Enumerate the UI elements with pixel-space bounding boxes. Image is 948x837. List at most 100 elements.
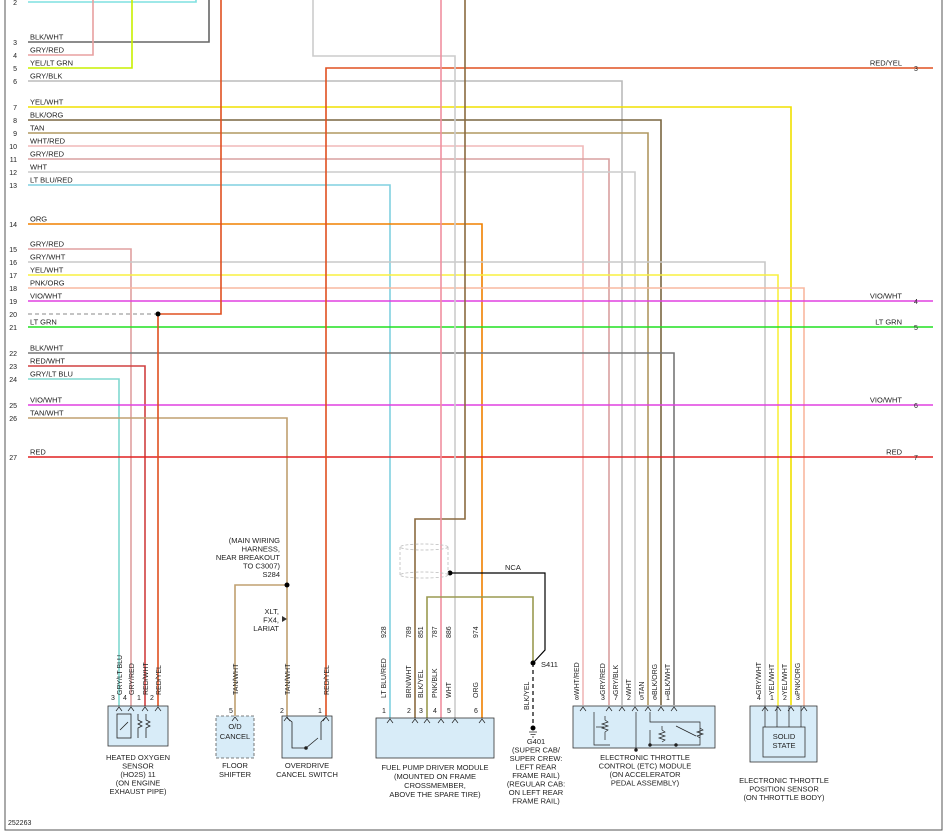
right-pin-number: 5 [914,325,918,332]
etps-box-text: SOLID [773,732,796,741]
pin-arrow-icon [386,718,394,724]
main-harness-note: S284 [262,570,280,579]
s411-label: S411 [541,660,558,669]
wire-blk-yel-fp [426,596,534,718]
wire-pin-6 [28,80,623,705]
pin-number: 10 [9,144,17,151]
pin-arrow-icon [411,718,419,724]
wire-label: WHT [30,163,47,172]
etps-wire-label: YEL/WHT [769,663,776,695]
fp-caption: ABOVE THE SPARE TIRE) [389,790,481,799]
g401-caption: FRAME RAIL) [512,797,560,806]
wire-red-yel-top [325,67,933,716]
etps-caption: POSITION SENSOR [749,785,819,794]
right-wire-label: LT GRN [875,318,902,327]
pin-arrow-icon [478,718,486,724]
ho2s-body [107,705,169,747]
pin-arrow-icon [761,706,769,712]
wire-pin-5 [28,0,133,69]
ground-dot-g401 [530,725,536,731]
xlt-arrow-icon [282,616,287,622]
pin-number: 22 [9,351,17,358]
wire-pin-11 [28,158,610,705]
fp-caption: FUEL PUMP DRIVER MODULE [381,763,488,772]
wire-pin-26 [28,417,288,716]
g401-caption: G401 [527,737,545,746]
etps-caption: (ON THROTTLE BODY) [743,793,825,802]
fp-pin: 1 [382,708,386,715]
pin-number: 5 [13,66,17,73]
xlt-note: LARIAT [253,624,279,633]
wire-label: PNK/ORG [30,279,65,288]
etc-wire-label: BLK/ORG [652,664,659,695]
wire-brn-wht [414,0,466,718]
etc-pin: 2 [627,695,631,702]
etc-wire-label: WHT/RED [574,662,581,695]
ho2s-caption: (ON ENGINE [116,779,161,788]
od-caption: FLOOR [222,761,248,770]
fp-circuit: 787 [432,626,439,638]
pin-arrow-icon [423,718,431,724]
fp-circuit: 886 [446,626,453,638]
etps-pin: 2 [783,695,787,702]
wire-label: LT GRN [30,318,57,327]
main-harness-note: TO C3007) [243,562,280,571]
fp-wire-label: BRN/WHT [406,665,413,698]
ovd-pin: 2 [280,708,284,715]
fp-pin: 6 [474,708,478,715]
pin-arrow-icon [141,706,149,712]
ho2s-caption: (HO2S) 11 [120,770,155,779]
fp-circuit: 851 [418,626,425,638]
fpdm-body [375,717,495,759]
od-wire-label: TAN/WHT [233,663,240,695]
pin-number: 26 [9,416,17,423]
wire-red-yel-pin20 [157,0,222,706]
wire-label: RED [30,448,46,457]
pin-number: 9 [13,131,17,138]
pin-number: 14 [9,222,17,229]
xlt-note: XLT, [265,607,279,616]
g401-caption: (SUPER CAB/ [512,746,561,755]
fp-wire-label: PNK/BLK [432,668,439,698]
right-wire-label: VIO/WHT [870,396,902,405]
wire-label: VIO/WHT [30,292,62,301]
wire-label: BLK/ORG [30,111,64,120]
pin-number: 27 [9,455,17,462]
g401-caption: LEFT REAR [515,763,557,772]
shield-symbol [399,543,449,579]
main-harness-note: HARNESS, [242,545,280,554]
wire-pin-3 [28,0,210,43]
etps-solid-state-box [762,726,806,758]
wire-pin-8 [28,119,662,705]
pin-number: 13 [9,183,17,190]
od-box-text: CANCEL [220,732,250,741]
pin-arrow-icon [322,716,330,722]
pin-number: 18 [9,286,17,293]
etps-wire-label: PNK/ORG [795,663,802,695]
xlt-note: FX4, [263,616,279,625]
pin-arrow-icon [644,706,652,712]
wire-label: WHT/RED [30,137,66,146]
od-cancel-body [215,715,255,759]
etc-wire-label: GRY/RED [600,663,607,695]
wire-label: BLK/WHT [30,33,64,42]
diagram-frame [4,0,943,831]
pin-arrow-icon [605,706,613,712]
diagram-id: 252263 [8,820,31,827]
fp-pin: 2 [407,708,411,715]
pin-number: 19 [9,299,17,306]
wire-label: TAN [30,124,44,133]
pin-arrow-icon [437,718,445,724]
right-wire-label: RED/YEL [870,59,902,68]
wire-label: GRY/BLK [30,72,62,81]
component-labels: GRY/LT BLU3GRY/RED4RED/WHT1RED/YEL2HEATE… [106,536,829,806]
etps-wire-label: YEL/WHT [782,663,789,695]
etc-caption: PEDAL ASSEMBLY) [611,779,680,788]
pin-arrow-icon [154,706,162,712]
ho2s-caption: HEATED OXYGEN [106,753,170,762]
fp-pin: 4 [433,708,437,715]
splice-dots [155,311,536,731]
etps-wire-label: GRY/WHT [756,661,763,695]
fp-wire-label: BLK/YEL [418,669,425,698]
ovd-pin: 1 [318,708,322,715]
